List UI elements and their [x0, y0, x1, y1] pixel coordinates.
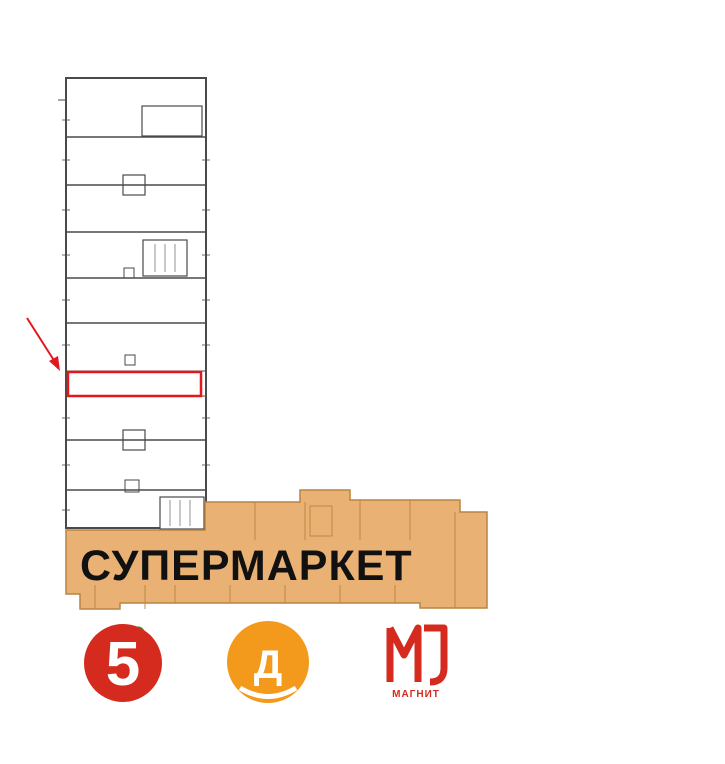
window-marks: [62, 119, 210, 511]
supermarket-block: СУПЕРМАРКЕТ: [65, 489, 488, 610]
pyaterochka-logo: 5: [84, 624, 162, 702]
shaft: [122, 429, 146, 451]
stair-core: [142, 239, 188, 277]
pointer-arrow: [26, 317, 60, 371]
wing-outline: [65, 77, 207, 529]
magnit-wordmark: МАГНИТ: [392, 689, 440, 700]
magnit-logo: МАГНИТ: [386, 624, 448, 700]
stair-core-lower: [159, 496, 205, 530]
shaft: [124, 354, 136, 366]
pyaterochka-glyph: 5: [106, 630, 140, 699]
supermarket-label: СУПЕРМАРКЕТ: [80, 542, 413, 590]
utility-room: [141, 105, 203, 137]
shaft: [123, 267, 135, 279]
shaft: [124, 479, 140, 493]
building-wing: [58, 77, 210, 530]
selected-retail-unit[interactable]: [66, 370, 203, 398]
supermarket-partitions: [94, 500, 456, 609]
dixy-logo: Д: [227, 621, 309, 703]
supermarket-footprint: [65, 489, 488, 610]
dixy-glyph: Д: [254, 643, 283, 687]
shaft: [122, 174, 146, 196]
